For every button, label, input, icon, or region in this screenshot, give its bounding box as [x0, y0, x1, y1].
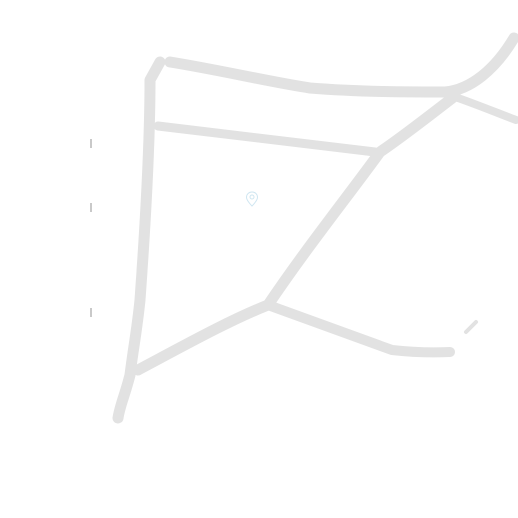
scale-tick: [90, 308, 92, 317]
diagonal-road: [132, 90, 461, 376]
scale-tick: [90, 203, 92, 212]
south-west-spur-road: [464, 320, 478, 334]
scale-tick: [90, 139, 92, 148]
upper-crossing-road: [153, 121, 380, 157]
location-pin-icon[interactable]: [245, 191, 259, 207]
north-road: [164, 32, 518, 98]
east-spur-road: [454, 94, 518, 124]
south-east-road: [263, 300, 455, 358]
west-road: [112, 56, 166, 424]
